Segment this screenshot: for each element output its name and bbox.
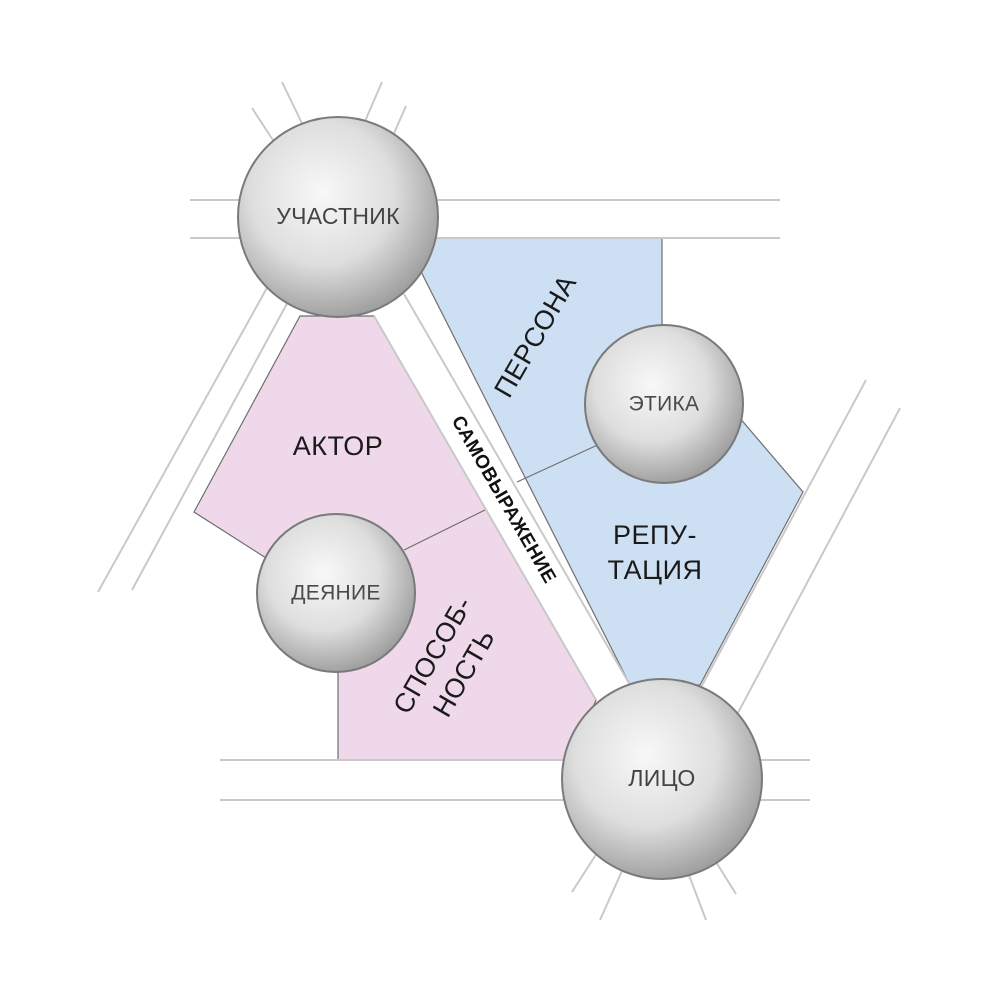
region-label-reputation: РЕПУ- ТАЦИЯ [608, 520, 703, 585]
node-participant: УЧАСТНИК [237, 116, 439, 318]
node-participant-label: УЧАСТНИК [276, 203, 400, 229]
node-deed: ДЕЯНИЕ [256, 513, 416, 673]
region-label-reputation-line2: ТАЦИЯ [608, 555, 703, 585]
road-diagonal-right [403, 293, 631, 686]
node-face-sphere [561, 678, 763, 880]
road-diagonal-left [373, 315, 597, 701]
divider-persona-reputation [516, 441, 605, 483]
region-label-actor: АКТОР [293, 431, 384, 461]
node-deed-label: ДЕЯНИЕ [291, 582, 380, 605]
node-ethics-label: ЭТИКА [629, 393, 700, 416]
node-ethics: ЭТИКА [584, 324, 744, 484]
node-participant-sphere [237, 116, 439, 318]
ray-bottom-2 [599, 861, 627, 921]
node-face: ЛИЦО [561, 678, 763, 880]
region-label-reputation-line1: РЕПУ- [613, 520, 697, 550]
node-ethics-sphere [584, 324, 744, 484]
node-face-label: ЛИЦО [628, 765, 695, 791]
divider-actor-ability [403, 509, 486, 551]
node-deed-sphere [256, 513, 416, 673]
road-left-inner [131, 297, 291, 591]
